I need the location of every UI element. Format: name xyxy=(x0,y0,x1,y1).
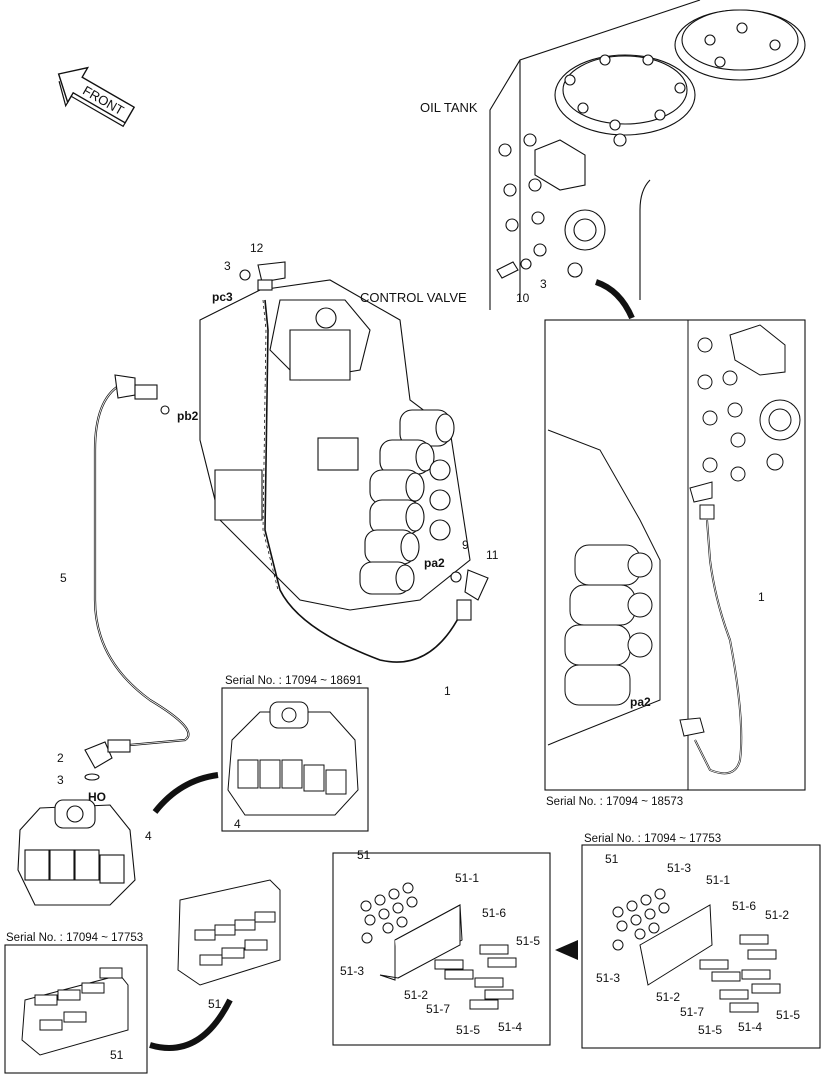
left-box-curved-arrow xyxy=(149,998,233,1051)
hose-5-end-fitting-icon xyxy=(114,374,170,415)
right-51-5a-label: 51-5 xyxy=(698,1023,722,1037)
right-51-3b-label: 51-3 xyxy=(596,971,620,985)
pilot-valve-4 xyxy=(17,799,136,906)
part-3-label: 3 xyxy=(224,259,231,273)
middle-kit-box xyxy=(332,852,551,1046)
box-pointer-arrow-icon xyxy=(555,940,578,960)
mid-51-4-label: 51-4 xyxy=(498,1020,522,1034)
part-12-label: 12 xyxy=(250,241,264,255)
right-kit-box xyxy=(581,844,821,1049)
mid-51-1-label: 51-1 xyxy=(455,871,479,885)
part-9-label: 9 xyxy=(462,538,469,552)
right-51-5b-label: 51-5 xyxy=(776,1008,800,1022)
pa2-detail-label: pa2 xyxy=(630,695,651,709)
pc3-port-label: pc3 xyxy=(212,290,233,304)
part-51-left-label: 51 xyxy=(110,1048,124,1062)
part-5-label: 5 xyxy=(60,571,67,585)
part-4-label: 4 xyxy=(145,829,152,843)
fitting-10-icon xyxy=(496,258,532,279)
right-51-3a-label: 51-3 xyxy=(667,861,691,875)
right-serial-label: Serial No. : 17094 ~ 17753 xyxy=(584,833,721,845)
valve-spools xyxy=(359,409,455,595)
right-51-4-label: 51-4 xyxy=(738,1020,762,1034)
detail-curved-arrow xyxy=(594,279,635,320)
mid-51-7-label: 51-7 xyxy=(426,1002,450,1016)
left-serial-box xyxy=(4,944,148,1074)
part-51-box2-label: 51 xyxy=(605,852,619,866)
mid-51-5a-label: 51-5 xyxy=(516,934,540,948)
right-51-7-label: 51-7 xyxy=(680,1005,704,1019)
pa2-port-label: pa2 xyxy=(424,556,445,570)
part-1-label: 1 xyxy=(444,684,451,698)
right-51-6-label: 51-6 xyxy=(732,899,756,913)
left-serial-label: Serial No. : 17094 ~ 17753 xyxy=(6,932,143,944)
fitting-11-icon xyxy=(450,569,489,621)
hose-5 xyxy=(93,384,190,747)
inset-curved-arrow xyxy=(152,772,219,814)
part-51-main-label: 51 xyxy=(208,997,222,1011)
right-51-2b-label: 51-2 xyxy=(656,990,680,1004)
mid-51-6-label: 51-6 xyxy=(482,906,506,920)
ho-port-label: HO xyxy=(88,790,106,804)
mid-51-2-label: 51-2 xyxy=(404,988,428,1002)
fitting-12-icon xyxy=(239,261,286,291)
mid-51-3-label: 51-3 xyxy=(340,964,364,978)
part-4-inset-label: 4 xyxy=(234,817,241,831)
part-51-box-label: 51 xyxy=(357,848,371,862)
pb2-port-label: pb2 xyxy=(177,409,199,423)
detail-serial-label: Serial No. : 17094 ~ 18573 xyxy=(546,796,683,808)
inset-valve-box xyxy=(221,687,369,832)
front-arrow-icon: FRONT xyxy=(57,66,136,128)
detail-panel xyxy=(544,319,806,791)
bracket-51-main xyxy=(177,879,281,986)
part-3-tank-label: 3 xyxy=(540,277,547,291)
inset-serial-label: Serial No. : 17094 ~ 18691 xyxy=(225,675,362,687)
oil-tank-label: OIL TANK xyxy=(420,100,478,115)
hose-1 xyxy=(264,299,461,663)
oil-tank xyxy=(489,0,806,310)
part-1-detail-label: 1 xyxy=(758,590,765,604)
right-51-1-label: 51-1 xyxy=(706,873,730,887)
control-valve-label: CONTROL VALVE xyxy=(360,290,467,305)
part-11-label: 11 xyxy=(486,548,499,562)
part-3-ho-label: 3 xyxy=(57,773,64,787)
part-10-label: 10 xyxy=(516,291,530,305)
part-2-label: 2 xyxy=(57,751,64,765)
mid-51-5b-label: 51-5 xyxy=(456,1023,480,1037)
fitting-2-icon xyxy=(84,739,131,781)
right-51-2a-label: 51-2 xyxy=(765,908,789,922)
